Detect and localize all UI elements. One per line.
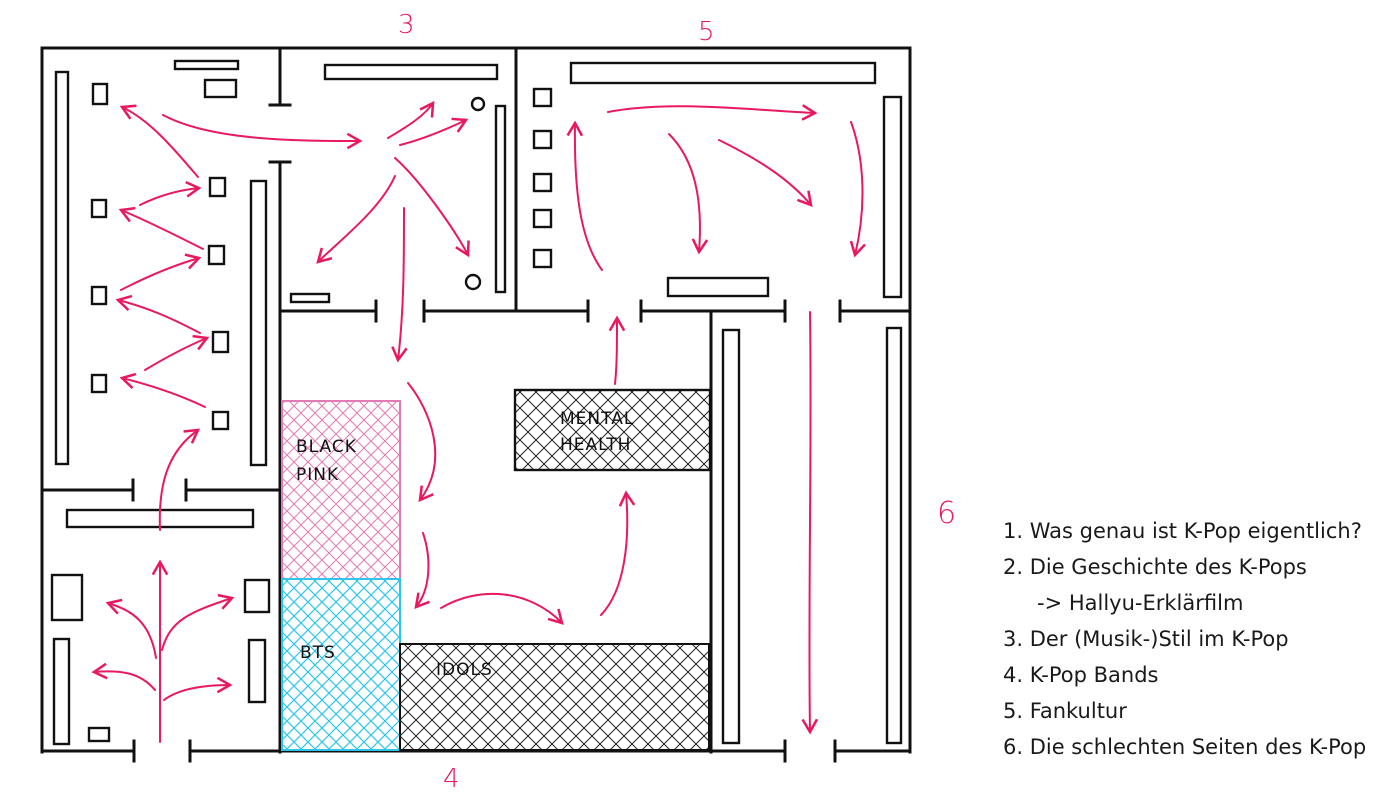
display-case (247, 638, 267, 704)
label-mental-health-1: MENTAL (560, 409, 634, 429)
label-idols: IDOLS (436, 660, 493, 680)
display-stand (90, 198, 108, 219)
flow-arrow (387, 100, 435, 139)
flow-arrow (163, 676, 233, 701)
screen (203, 78, 238, 99)
flow-arrow (91, 662, 156, 691)
legend-item: 2. Die Geschichte des K-Pops (1003, 555, 1307, 579)
flow-arrow (118, 206, 204, 250)
display-stand (90, 285, 108, 306)
flow-arrow (407, 382, 437, 503)
wall-display-panel (885, 326, 903, 745)
flow-arrow (718, 139, 813, 207)
exhibit-idols (399, 643, 710, 751)
exhibits: BLACK PINK BTS IDOLS MENTAL HEALTH (281, 388, 712, 751)
screen-bench (323, 63, 499, 81)
display-stand (90, 373, 108, 394)
flow-arrow (607, 104, 818, 121)
wall-display-panel (721, 328, 741, 745)
display-stand (91, 82, 109, 106)
flow-arrow (394, 157, 470, 258)
display-case (50, 573, 84, 622)
flow-arrow (391, 207, 408, 363)
flow-arrow (120, 253, 202, 291)
wall-display-panel (54, 70, 70, 466)
legend-item: 5. Fankultur (1003, 699, 1127, 723)
display-stand (532, 248, 553, 269)
display-case (243, 578, 271, 614)
flow-arrow (414, 532, 431, 609)
label-bts: BTS (300, 643, 336, 663)
wall-display-panel (882, 95, 903, 299)
bench (289, 292, 331, 304)
legend-subitem: -> Hallyu-Erklärfilm (1037, 591, 1244, 615)
display-stand (208, 176, 227, 198)
wall-display-panel (569, 61, 877, 85)
legend: 1. Was genau ist K-Pop eigentlich? 2. Di… (1003, 513, 1366, 765)
flow-arrow (162, 114, 363, 150)
label-mental-health-2: HEALTH (560, 435, 631, 455)
flow-arrow (316, 175, 396, 264)
bench (666, 276, 770, 298)
legend-item: 1. Was genau ist K-Pop eigentlich? (1003, 519, 1362, 543)
flow-arrow (158, 428, 201, 531)
visitor-flow-arrows (91, 100, 866, 743)
wall-display-panel (52, 637, 71, 746)
display-stand (532, 172, 553, 193)
wall-display-panel (249, 179, 268, 467)
room-number-5: 5 (698, 17, 715, 47)
flow-arrow (144, 334, 210, 371)
exhibit-bts (281, 578, 401, 751)
display-stand (207, 244, 226, 266)
room-number-6: 6 (937, 496, 957, 531)
flow-arrow (600, 490, 636, 616)
display-stand (532, 87, 553, 108)
flow-arrow (139, 181, 202, 206)
room-number-4: 4 (443, 764, 460, 794)
flow-arrow (105, 598, 157, 659)
legend-item: 3. Der (Musik-)Stil im K-Pop (1003, 627, 1289, 651)
room-number-3: 3 (398, 10, 415, 40)
flow-arrow (399, 117, 469, 146)
flow-arrow (668, 133, 709, 255)
speaker (470, 96, 486, 112)
flow-arrow (119, 372, 206, 408)
display-stand (211, 330, 230, 354)
legend-item: 4. K-Pop Bands (1003, 663, 1159, 687)
flow-arrow (801, 311, 819, 735)
flow-arrow (440, 592, 564, 625)
flow-arrow (115, 294, 201, 334)
small-object (87, 726, 111, 743)
exhibit-blackpink (281, 400, 401, 580)
flow-arrow (849, 121, 866, 258)
legend-item: 6. Die schlechten Seiten des K-Pop (1003, 735, 1367, 759)
display-stand (211, 410, 230, 431)
speaker (464, 273, 482, 291)
wall-display-panel (494, 104, 507, 294)
flow-arrow (119, 104, 199, 178)
flow-arrow (161, 593, 235, 651)
display-stand (532, 129, 553, 150)
label-blackpink-1: BLACK (296, 437, 357, 457)
label-blackpink-2: PINK (296, 465, 339, 485)
bench (173, 59, 240, 71)
exhibit-mental-health (513, 388, 712, 472)
flow-arrow (566, 120, 603, 271)
flow-arrow (608, 315, 626, 385)
furniture (50, 59, 903, 746)
display-stand (532, 208, 553, 229)
